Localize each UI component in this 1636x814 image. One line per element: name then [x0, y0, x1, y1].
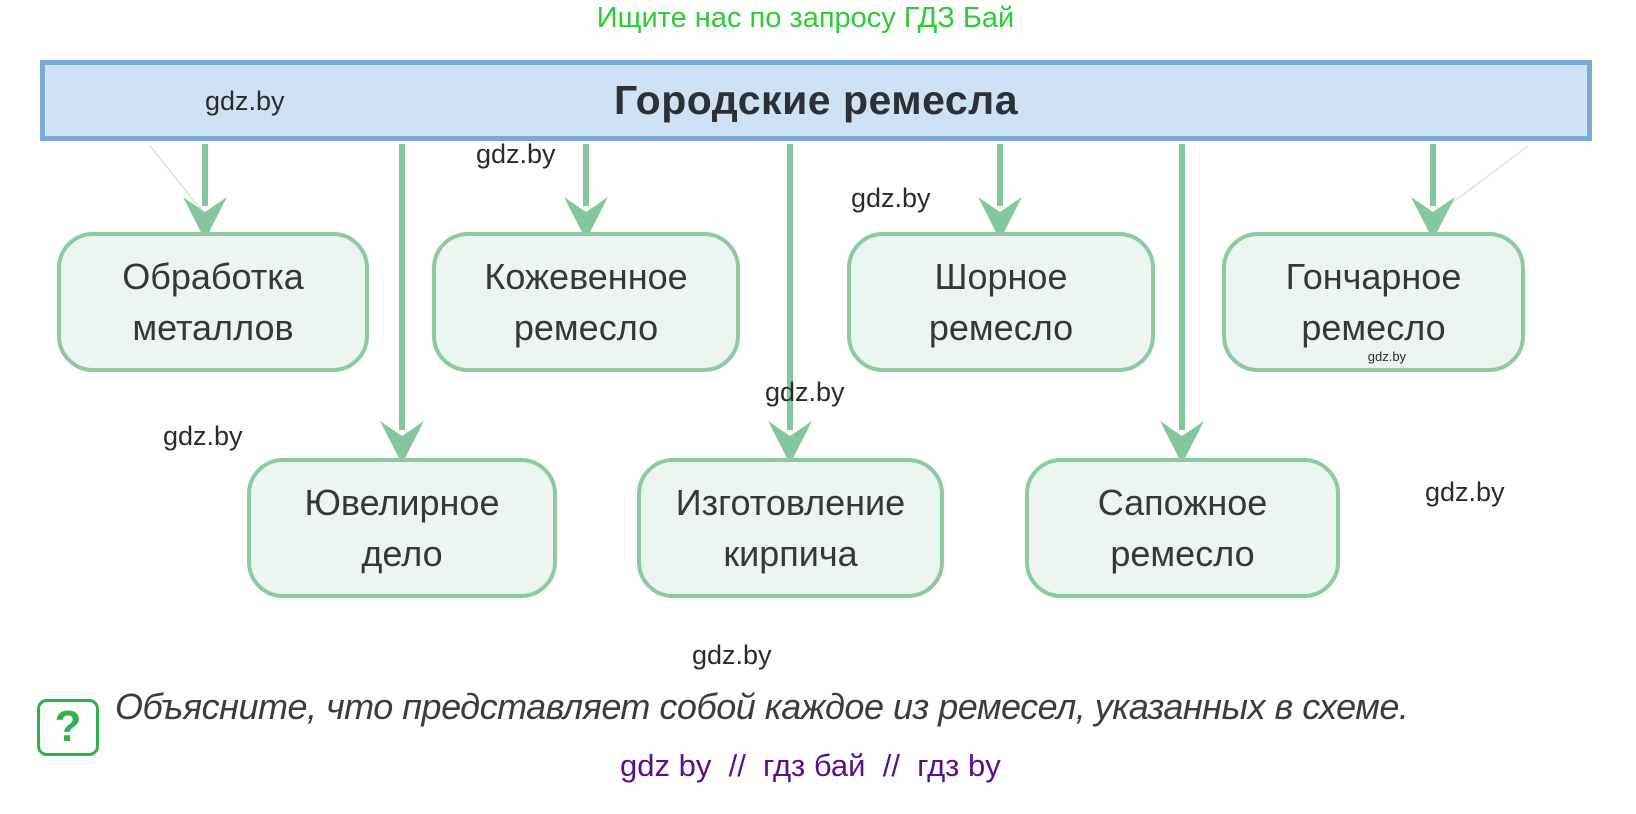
arrow-lines: [202, 144, 1436, 430]
gdz-watermark: gdz.by: [765, 377, 845, 407]
arrow-head: [380, 421, 424, 464]
gdz-watermark: gdz.by: [205, 86, 285, 116]
node-label: Шорное ремесло: [928, 255, 1074, 348]
diagram-title: Городские ремесла: [613, 77, 1019, 123]
arrow-head: [1411, 197, 1455, 240]
gdz-watermark: gdz.by: [851, 183, 931, 213]
node-label: Сапожное ремесло: [1097, 481, 1268, 574]
question-mark-glyph: ?: [54, 701, 82, 751]
node-label: Обработка металлов: [122, 255, 304, 348]
node-label: Ювелирное дело: [304, 481, 500, 574]
node-pottery-craft: Гончарное ремесло gdz.by: [1222, 232, 1525, 372]
arrow-head: [768, 421, 812, 464]
gdz-watermark: gdz.by: [163, 421, 243, 451]
faint-guide-lines: [149, 145, 1529, 213]
node-jewelry: Ювелирное дело: [247, 458, 557, 598]
question-mark-icon: ?: [37, 699, 99, 756]
arrow-heads: [183, 197, 1455, 464]
arrow-head: [183, 197, 227, 240]
arrow-head: [1160, 421, 1204, 464]
arrow-head: [978, 197, 1022, 240]
node-brick-making: Изготовление кирпича: [637, 458, 944, 598]
bottom-watermark: gdz by // гдз бай // гдз by: [620, 748, 1001, 783]
gdz-watermark: gdz.by: [1367, 349, 1407, 364]
node-label: Кожевенное ремесло: [484, 255, 688, 348]
node-leather-craft: Кожевенное ремесло: [432, 232, 740, 372]
faint-line: [1439, 145, 1529, 213]
node-shoemaking: Сапожное ремесло: [1025, 458, 1340, 598]
gdz-watermark: gdz.by: [1425, 477, 1505, 507]
node-saddlery-craft: Шорное ремесло: [847, 232, 1155, 372]
gdz-watermark: gdz.by: [476, 139, 556, 169]
question-text: Объясните, что представляет собой каждое…: [115, 686, 1409, 727]
top-watermark: Ищите нас по запросу ГДЗ Бай: [596, 2, 1015, 34]
faint-line: [149, 145, 204, 213]
arrow-head: [564, 197, 608, 240]
node-label: Гончарное ремесло: [1285, 255, 1462, 348]
diagram-title-box: gdz.by Городские ремесла: [40, 60, 1592, 141]
node-label: Изготовление кирпича: [675, 481, 906, 574]
gdz-watermark: gdz.by: [692, 640, 772, 670]
node-metalworking: Обработка металлов: [57, 232, 369, 372]
